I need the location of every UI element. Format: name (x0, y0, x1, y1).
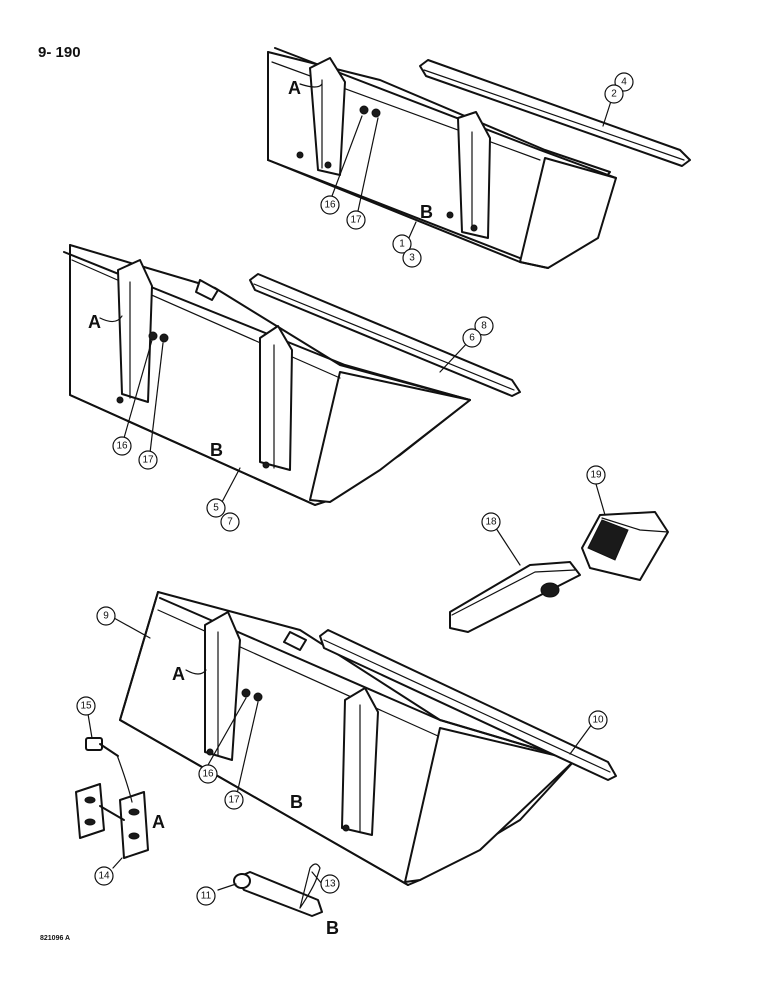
svg-text:1: 1 (399, 239, 405, 250)
callout-13: 13 (320, 874, 340, 894)
svg-text:17: 17 (228, 795, 240, 806)
svg-text:6: 6 (469, 333, 475, 344)
callout-6: 6 (462, 328, 482, 348)
letter-a-bucket-small: A (288, 78, 301, 98)
svg-text:19: 19 (590, 470, 602, 481)
callout-9: 9 (96, 606, 116, 626)
letter-a-bucket-large: A (172, 664, 185, 684)
tooth-adapter (449, 561, 581, 633)
letter-b-bucket-large: B (290, 792, 303, 812)
cutting-edge-small (419, 59, 691, 167)
cutting-edge-large (319, 629, 617, 781)
callout-14: 14 (94, 866, 114, 886)
svg-text:9: 9 (103, 611, 109, 622)
svg-text:18: 18 (485, 517, 497, 528)
svg-text:2: 2 (611, 89, 617, 100)
bucket-large (119, 591, 576, 886)
callout-16-b: 16 (112, 436, 132, 456)
callout-3: 3 (402, 248, 422, 268)
svg-text:17: 17 (350, 215, 362, 226)
letter-b-bucket-medium: B (210, 440, 223, 460)
figure-code: 821096 A (40, 935, 71, 942)
hair-pin-clip (299, 863, 321, 909)
bucket-tooth (581, 511, 669, 581)
svg-text:16: 16 (202, 769, 214, 780)
svg-text:15: 15 (80, 701, 92, 712)
callout-19: 19 (586, 465, 606, 485)
svg-text:3: 3 (409, 253, 415, 264)
svg-text:4: 4 (621, 77, 627, 88)
bucket-medium (63, 244, 471, 506)
svg-text:13: 13 (324, 879, 336, 890)
letter-b-bucket-small: B (420, 202, 433, 222)
callout-16-a: 16 (320, 195, 340, 215)
svg-text:10: 10 (592, 715, 604, 726)
bolt (85, 737, 133, 803)
letter-a-bracket: A (152, 812, 165, 832)
svg-text:16: 16 (116, 441, 128, 452)
callout-17-a: 17 (346, 210, 366, 230)
cutting-edge-medium (249, 273, 521, 397)
callout-5: 5 (206, 498, 226, 518)
svg-text:7: 7 (227, 517, 233, 528)
callout-15: 15 (76, 696, 96, 716)
callout-1: 1 (392, 234, 412, 254)
callout-7: 7 (220, 512, 240, 532)
bucket-small (267, 47, 617, 269)
svg-text:17: 17 (142, 455, 154, 466)
bracket-plate-assembly (75, 783, 149, 859)
letter-b-pin: B (326, 918, 339, 938)
leader-lines (87, 83, 613, 891)
page-number: 9- 190 (38, 44, 81, 61)
callout-2: 2 (604, 84, 624, 104)
callout-10: 10 (588, 710, 608, 730)
letter-a-bucket-medium: A (88, 312, 101, 332)
svg-text:5: 5 (213, 503, 219, 514)
callout-11: 11 (196, 886, 216, 906)
callout-17-c: 17 (224, 790, 244, 810)
svg-text:16: 16 (324, 200, 336, 211)
callout-8: 8 (474, 316, 494, 336)
svg-text:11: 11 (201, 891, 212, 902)
svg-text:14: 14 (98, 871, 110, 882)
callout-18: 18 (481, 512, 501, 532)
svg-text:8: 8 (481, 321, 487, 332)
callout-17-b: 17 (138, 450, 158, 470)
callout-16-c: 16 (198, 764, 218, 784)
